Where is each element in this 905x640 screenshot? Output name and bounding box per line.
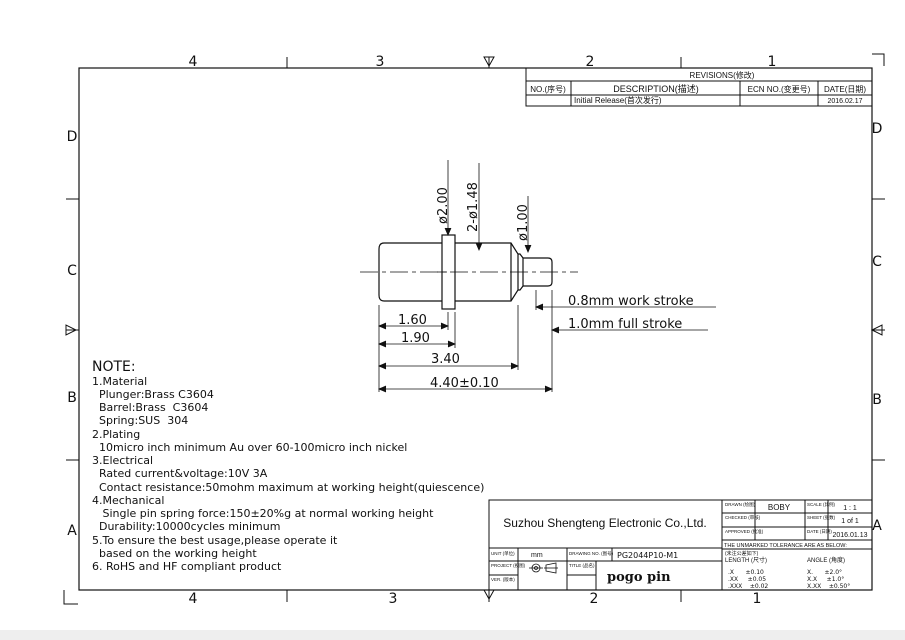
zone-label-left-b: B — [67, 390, 77, 406]
angle-tolerance-row: X.XX ±0.50° — [807, 583, 850, 590]
zone-label-left-a: A — [67, 523, 77, 539]
drawing-no-value: PG2044P10-M1 — [617, 551, 678, 560]
note-line: 3.Electrical — [92, 454, 153, 467]
corner-mark-bottom-left — [63, 590, 78, 605]
zone-label-bottom-4: 4 — [189, 591, 198, 607]
revisions-table: REVISIONS(修改) NO.(序号) DESCRIPTION(描述) EC… — [525, 67, 873, 107]
revisions-header-date: DATE(日期) — [824, 85, 866, 94]
date-value: 2016.01.13 — [832, 532, 867, 539]
sheet-label: SHEET (张数) — [807, 514, 836, 521]
zone-label-top-2: 2 — [586, 54, 595, 70]
note-line: Contact resistance:50mohm maximum at wor… — [92, 481, 484, 494]
notes-heading: NOTE: — [92, 359, 136, 375]
angle-tolerance-row: X. ±2.0° — [807, 569, 842, 576]
project-label: PROJECT (视图) — [491, 562, 526, 569]
zone-ticks — [66, 57, 885, 602]
sheet-value: 1 of 1 — [841, 518, 859, 525]
note-line: Single pin spring force:150±20%g at norm… — [92, 507, 434, 520]
center-mark-right — [870, 324, 883, 336]
dim-length-440: 4.40±0.10 — [430, 376, 499, 391]
corner-mark-top-right — [872, 53, 885, 66]
bottom-strip — [0, 630, 905, 640]
drawing-border — [78, 67, 873, 591]
zone-label-right-a: A — [872, 518, 882, 534]
scale-value: 1 : 1 — [843, 505, 857, 512]
unit-value: mm — [531, 552, 543, 559]
note-line: Rated current&voltage:10V 3A — [92, 467, 268, 480]
note-line: 5.To ensure the best usage,please operat… — [92, 534, 338, 547]
full-stroke-label: 1.0mm full stroke — [568, 317, 682, 332]
note-line: 10micro inch minimum Au over 60-100micro… — [92, 441, 407, 454]
tolerance-note: THE UNMARKED TOLERANCE ARE AS BELOW: — [724, 543, 847, 549]
note-line: 2.Plating — [92, 428, 140, 441]
length-tolerance-row: .XX ±0.05 — [728, 576, 766, 583]
revisions-header-description: DESCRIPTION(描述) — [613, 83, 699, 94]
zone-label-left-d: D — [67, 129, 78, 145]
zone-label-left-c: C — [67, 263, 77, 279]
angle-label: ANGLE (角度) — [807, 556, 845, 564]
zone-label-right-d: D — [872, 121, 883, 137]
revisions-title: REVISIONS(修改) — [690, 70, 755, 80]
length-label: LENGTH (尺寸) — [725, 556, 767, 564]
zone-label-bottom-2: 2 — [590, 591, 599, 607]
revisions-header-no: NO.(序号) — [530, 84, 566, 94]
dim-length-160: 1.60 — [398, 313, 427, 328]
drawing-no-label: DRAWING NO. (图号) — [569, 551, 614, 557]
title-block: Suzhou Shengteng Electronic Co.,Ltd. DRA… — [488, 499, 873, 591]
diameter-leaders — [444, 160, 532, 254]
length-tolerance-row: .XXX ±0.02 — [728, 583, 768, 590]
notes-section: NOTE: 1.Material Plunger:Brass C3604 Bar… — [92, 359, 484, 573]
approved-label: APPROVED (批准) — [725, 528, 764, 535]
part-title: pogo pin — [607, 570, 671, 585]
projection-symbol-icon — [529, 562, 558, 574]
dim-length-190: 1.90 — [401, 331, 430, 346]
note-line: based on the working height — [92, 547, 257, 560]
ver-label: VER. (版本) — [491, 576, 515, 583]
length-tolerance-row: .X ±0.10 — [728, 569, 764, 576]
zone-label-right-b: B — [872, 392, 882, 408]
note-line: Barrel:Brass C3604 — [92, 401, 208, 414]
zone-label-top-3: 3 — [376, 54, 385, 70]
drawn-value: BOBY — [768, 503, 791, 512]
note-line: 6. RoHS and HF compliant product — [92, 560, 282, 573]
note-line: 4.Mechanical — [92, 494, 164, 507]
date-label: DATE (日期) — [807, 529, 832, 535]
zone-label-bottom-1: 1 — [753, 591, 762, 607]
drawn-label: DRAWN (绘图) — [725, 501, 756, 508]
company-name: Suzhou Shengteng Electronic Co.,Ltd. — [503, 516, 706, 530]
unit-label: UNIT (单位) — [491, 550, 515, 557]
note-line: 1.Material — [92, 375, 147, 388]
work-stroke-label: 0.8mm work stroke — [568, 294, 694, 309]
dim-diameter-1: ø1.00 — [516, 204, 531, 241]
center-mark-left — [65, 324, 78, 336]
zone-label-top-1: 1 — [768, 54, 777, 70]
barrel-end — [378, 242, 385, 302]
zone-label-top-4: 4 — [189, 54, 198, 70]
note-line: Spring:SUS 304 — [92, 414, 188, 427]
checked-label: CHECKED (审核) — [725, 514, 761, 521]
angle-tolerance-row: X.X ±1.0° — [807, 576, 844, 583]
barrel-body — [384, 242, 442, 302]
scale-label: SCALE (比例) — [807, 501, 836, 508]
dim-diameter-2: ø2.00 — [436, 187, 451, 224]
dim-length-340: 3.40 — [431, 352, 460, 367]
zone-label-right-c: C — [872, 254, 882, 270]
dim-diameter-148: 2-ø1.48 — [466, 182, 481, 232]
note-line: Plunger:Brass C3604 — [92, 388, 214, 401]
note-line: Durability:10000cycles minimum — [92, 520, 280, 533]
revision-row-description: Initial Release(首次发行) — [574, 95, 662, 105]
revisions-header-ecn: ECN NO.(变更号) — [748, 84, 811, 94]
center-mark-top — [483, 56, 495, 68]
length-dimension-lines — [377, 290, 716, 393]
zone-label-bottom-3: 3 — [389, 591, 398, 607]
title-label: TITLE (品名) — [569, 562, 595, 569]
tolerance-note-cn: (未注公差如下) — [725, 550, 759, 557]
revision-row-date: 2016.02.17 — [827, 98, 862, 105]
